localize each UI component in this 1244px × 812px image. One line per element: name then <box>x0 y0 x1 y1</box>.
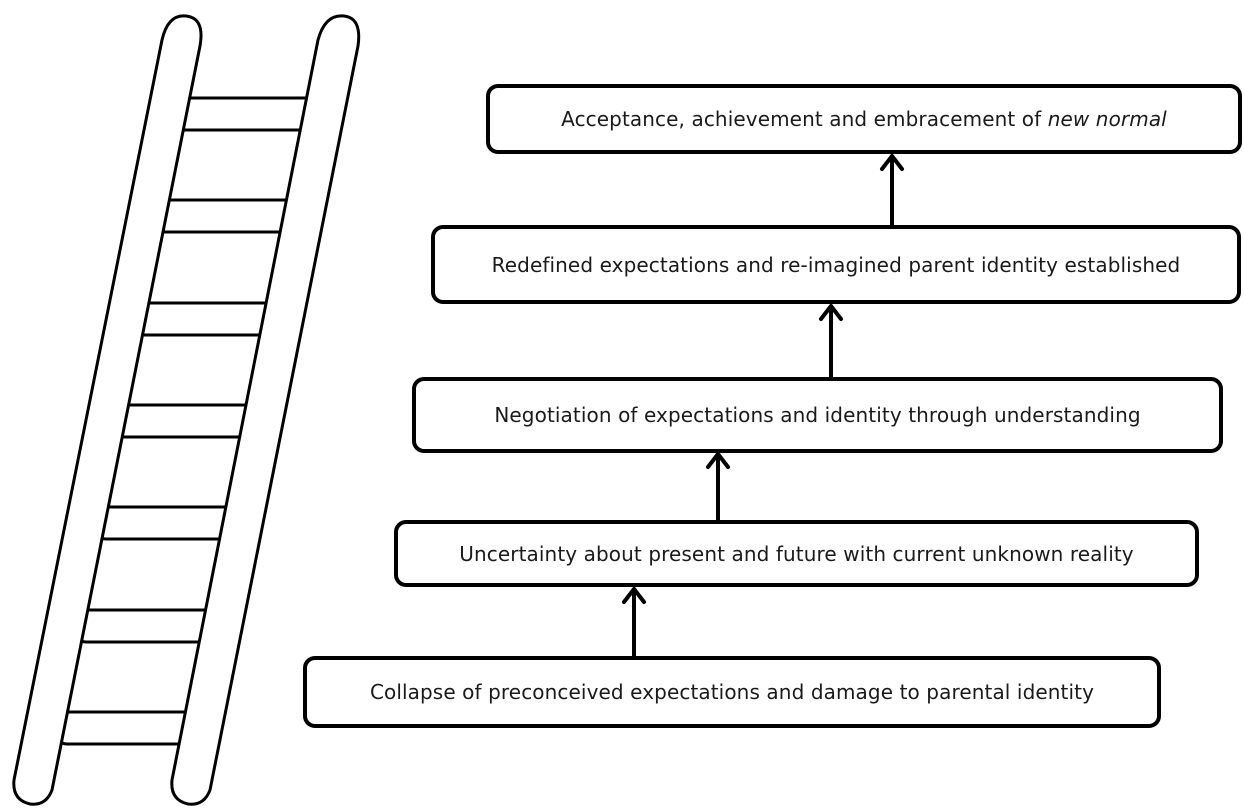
stage-box-uncertainty: Uncertainty about present and future wit… <box>394 520 1199 587</box>
stage-box-negotiation: Negotiation of expectations and identity… <box>412 377 1223 453</box>
stage-label: Negotiation of expectations and identity… <box>494 403 1141 427</box>
up-arrow-icon <box>622 587 646 658</box>
up-arrow-icon <box>706 452 730 522</box>
up-arrow-icon <box>880 154 904 227</box>
stage-box-redefined: Redefined expectations and re-imagined p… <box>431 225 1241 304</box>
ladder-icon <box>12 14 361 806</box>
stage-label: Acceptance, achievement and embracement … <box>561 107 1167 131</box>
stage-label: Collapse of preconceived expectations an… <box>369 680 1095 704</box>
stage-label: Redefined expectations and re-imagined p… <box>491 252 1181 277</box>
stage-label-text: Acceptance, achievement and embracement … <box>561 107 1048 131</box>
stage-box-collapse: Collapse of preconceived expectations an… <box>303 656 1161 728</box>
stage-label-emphasis: new normal <box>1047 107 1167 131</box>
stage-label: Uncertainty about present and future wit… <box>459 541 1134 566</box>
stage-box-acceptance: Acceptance, achievement and embracement … <box>486 84 1242 154</box>
up-arrow-icon <box>819 304 843 379</box>
